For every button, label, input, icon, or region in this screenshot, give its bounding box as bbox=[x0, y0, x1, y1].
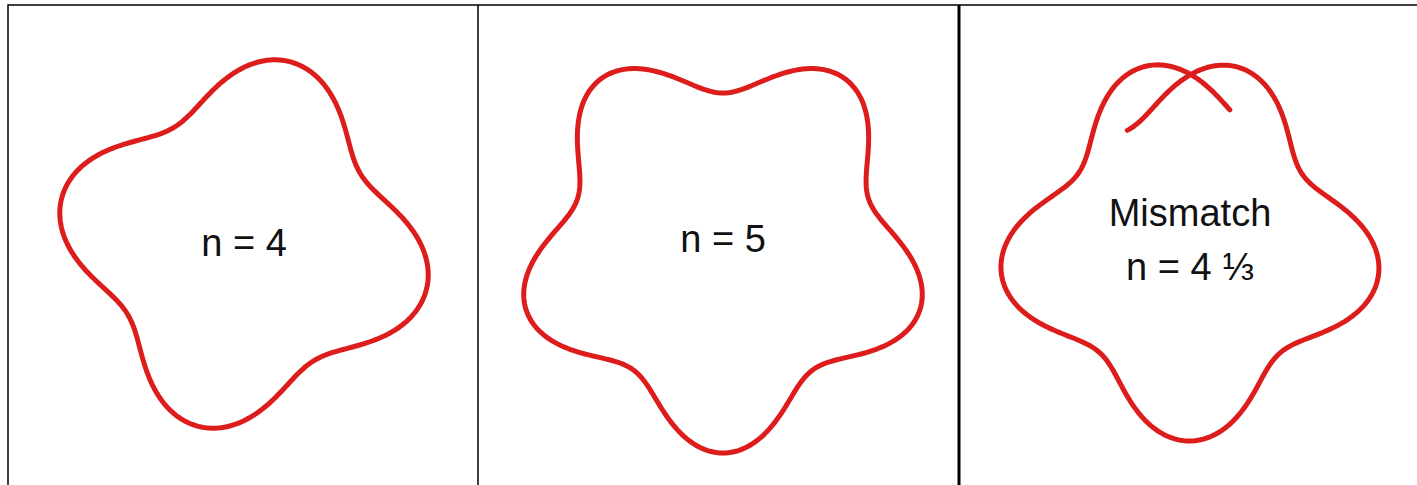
circle-node: n = 5 bbox=[543, 66, 903, 426]
circle-node: Mismatch n = 4 ⅓ bbox=[1027, 88, 1353, 414]
circle-fill bbox=[83, 83, 404, 404]
mode-label: n = 4 bbox=[201, 222, 287, 266]
circle-node: n = 4 bbox=[82, 82, 406, 406]
panel-frame bbox=[8, 5, 1417, 485]
panel-divider bbox=[958, 5, 961, 485]
circle-fill bbox=[544, 67, 901, 424]
text-group: n = 5 bbox=[680, 218, 766, 262]
mode-label: n = 4 ⅓ bbox=[1126, 246, 1254, 290]
heading-label: Mismatch bbox=[1109, 192, 1272, 236]
standing-wave bbox=[524, 69, 923, 453]
mode-label: n = 5 bbox=[680, 218, 766, 262]
circle-fill bbox=[1028, 89, 1351, 412]
text-group: n = 4 bbox=[201, 222, 287, 266]
text-group: Mismatch n = 4 ⅓ bbox=[1109, 192, 1272, 289]
standing-wave bbox=[1001, 65, 1379, 441]
standing-wave bbox=[60, 60, 428, 428]
panel-divider bbox=[477, 5, 479, 485]
